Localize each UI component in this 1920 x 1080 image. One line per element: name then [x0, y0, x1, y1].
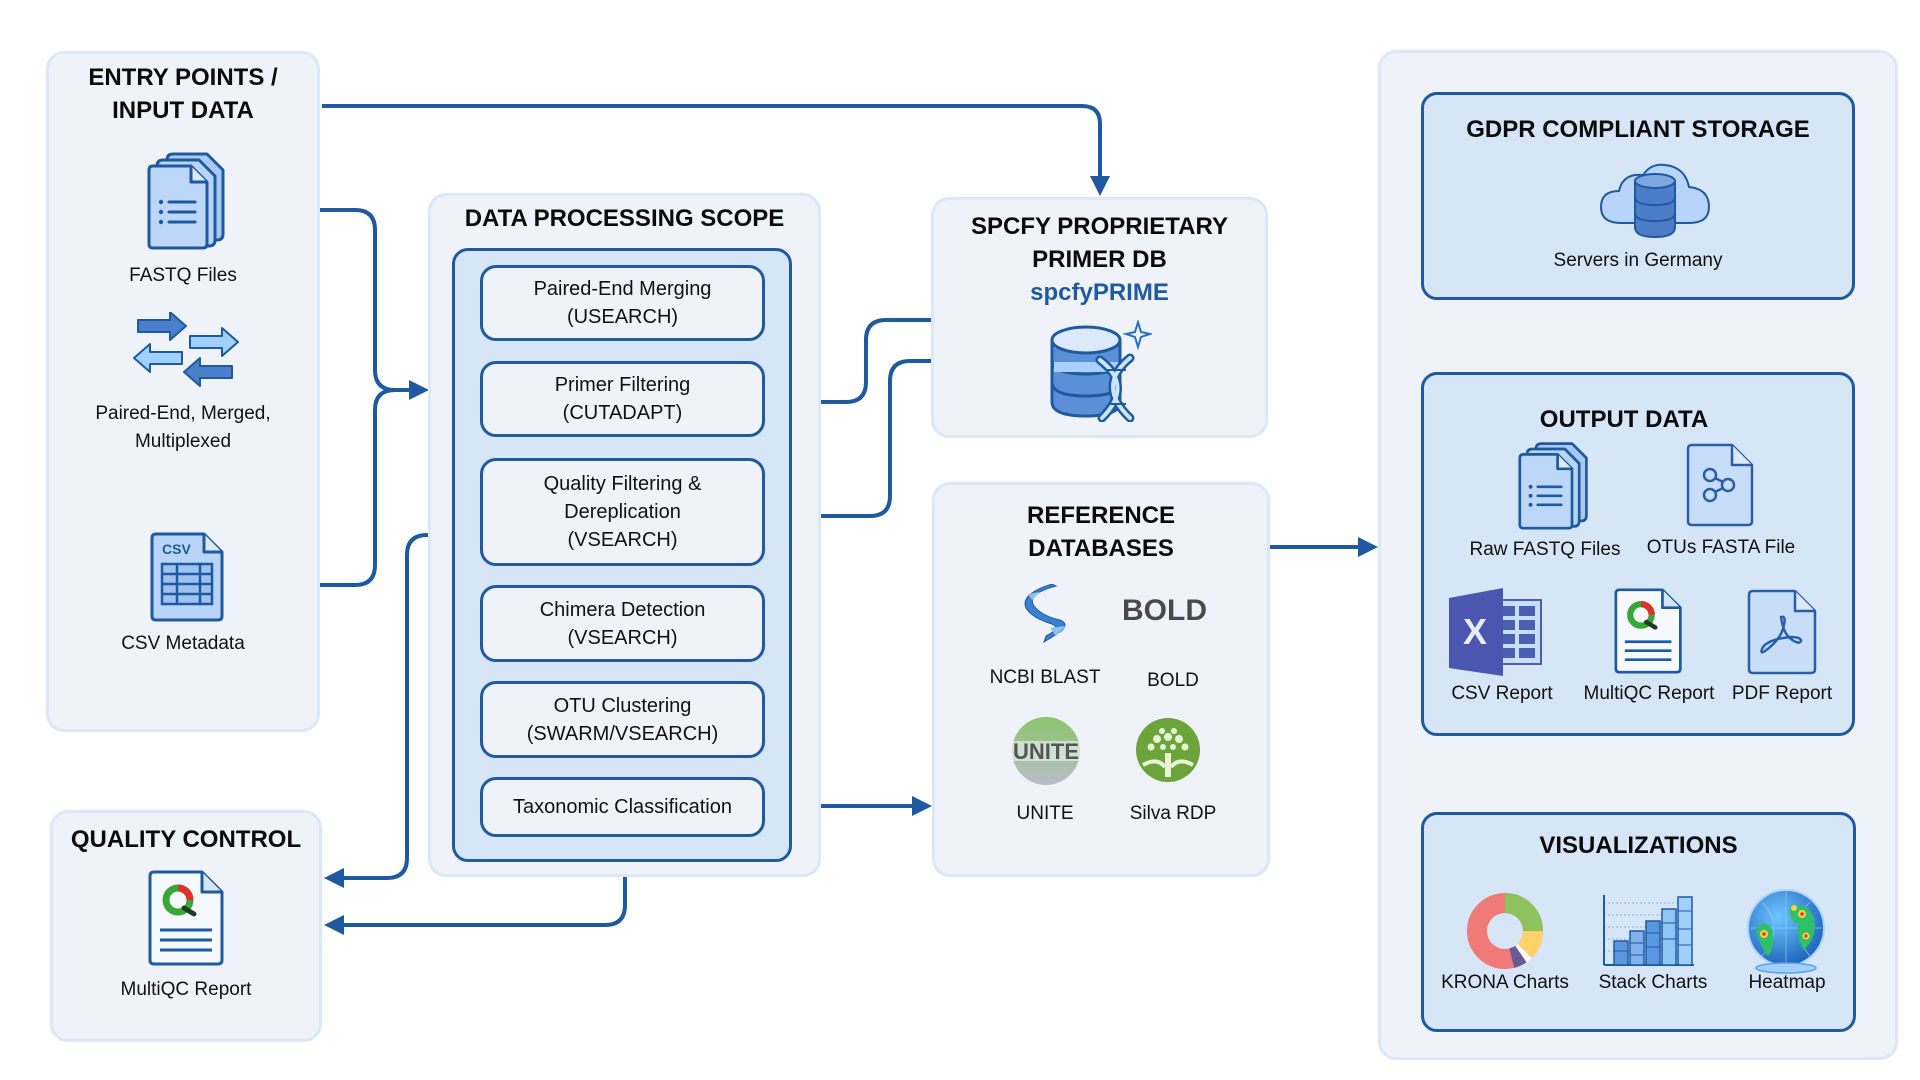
entry-title-line2: INPUT DATA: [112, 97, 254, 124]
data-processing-title: DATA PROCESSING SCOPE: [464, 205, 785, 232]
step-label: OTU Clustering: [553, 694, 692, 717]
csv-file-icon: CSV: [150, 532, 224, 622]
qc-multiqc-label: MultiQC Report: [120, 979, 252, 1000]
reference-db-title-line2: DATABASES: [1028, 535, 1174, 562]
ncbi-helix-logo: [1024, 584, 1066, 644]
database-dna-icon: [1050, 320, 1152, 422]
step-tool: (USEARCH): [566, 306, 679, 328]
quality-control-title: QUALITY CONTROL: [70, 826, 302, 853]
otus-fasta-label: OTUs FASTA File: [1646, 537, 1796, 558]
reference-db-title: REFERENCE DATABASES: [935, 499, 1267, 565]
bold-logo: BOLD: [1122, 594, 1207, 627]
output-data-title: OUTPUT DATA: [1539, 406, 1709, 433]
connector-fastq-to-processing: [228, 208, 429, 400]
reference-db-panel: REFERENCE DATABASES: [932, 482, 1270, 877]
csv-report-label: CSV Report: [1451, 683, 1553, 704]
silva-tree-logo: [1136, 718, 1200, 782]
excel-icon: X: [1449, 588, 1542, 676]
primer-db-title: SPCFY PROPRIETARY PRIMER DB spcfyPRIME: [934, 210, 1265, 309]
step-label: Primer Filtering: [554, 374, 691, 396]
connector-processing-to-qc-lower: [324, 877, 627, 935]
step-quality-filtering[interactable]: Quality Filtering & Dereplication (VSEARCH…: [480, 458, 765, 566]
excel-icon-text: X: [1463, 611, 1487, 652]
gdpr-storage-title: GDPR COMPLIANT STORAGE: [1466, 116, 1810, 143]
pdf-file-icon: [1747, 589, 1817, 675]
raw-fastq-files-icon: [1518, 442, 1588, 530]
step-label-2: Dereplication: [564, 501, 681, 523]
step-taxonomic-classification[interactable]: Taxonomic Classification: [480, 777, 765, 837]
csv-metadata-label: CSV Metadata: [121, 633, 245, 654]
multiqc-report-label: MultiQC Report: [1583, 683, 1715, 704]
connector-primerdb-to-quality-filtering: [766, 359, 931, 526]
quality-control-panel: QUALITY CONTROL: [50, 810, 322, 1042]
step-tool: (VSEARCH): [567, 626, 678, 649]
step-chimera-detection[interactable]: Chimera Detection (VSEARCH): [480, 585, 765, 662]
primer-db-subtitle: spcfyPRIME: [1030, 279, 1169, 306]
csv-icon-text: CSV: [162, 541, 191, 557]
step-label: Paired-End Merging: [533, 278, 712, 300]
heatmap-label: Heatmap: [1748, 972, 1826, 993]
connector-primerdb-to-primer-filtering: [766, 318, 931, 412]
share-file-icon: [1686, 443, 1754, 527]
step-label: Taxonomic Classification: [513, 796, 732, 818]
connector-entry-to-primer-db: [322, 104, 1110, 196]
output-data-box: OUTPUT DATA: [1421, 372, 1855, 736]
step-label: Chimera Detection: [539, 598, 706, 621]
stacked-documents-icon: [147, 152, 225, 250]
step-paired-end-merging[interactable]: Paired-End Merging (USEARCH): [480, 265, 765, 341]
unite-logo-text: UNITE: [1013, 739, 1079, 764]
step-tool: (SWARM/VSEARCH): [526, 722, 719, 745]
paired-end-label-line2: Multiplexed: [134, 431, 232, 452]
step-tool: (VSEARCH): [567, 529, 678, 551]
step-tool: (CUTADAPT): [562, 402, 683, 424]
connector-csv-to-processing: [228, 388, 396, 587]
entry-points-title: ENTRY POINTS / INPUT DATA: [49, 61, 317, 127]
reference-db-title-line1: REFERENCE: [1026, 502, 1176, 529]
entry-title-line1: ENTRY POINTS /: [88, 64, 278, 91]
unite-label: UNITE: [1016, 803, 1074, 824]
pdf-report-label: PDF Report: [1731, 683, 1833, 704]
stacked-bar-chart-icon: [1603, 895, 1694, 966]
cloud-database-icon: [1599, 163, 1711, 239]
servers-in-germany-label: Servers in Germany: [1553, 250, 1723, 271]
primer-db-title-line2: PRIMER DB: [1032, 246, 1167, 273]
stack-charts-label: Stack Charts: [1598, 972, 1708, 993]
raw-fastq-label: Raw FASTQ Files: [1469, 539, 1621, 560]
step-otu-clustering[interactable]: OTU Clustering (SWARM/VSEARCH): [480, 681, 765, 758]
multiqc-report-icon: [148, 870, 224, 966]
visualizations-title: VISUALIZATIONS: [1539, 832, 1738, 859]
unite-logo: UNITE: [1010, 717, 1082, 785]
paired-end-label: Paired-End, Merged, Multiplexed: [46, 400, 320, 456]
connector-processing-to-qc-upper: [324, 533, 452, 888]
krona-charts-label: KRONA Charts: [1441, 972, 1569, 993]
donut-chart-icon: [1467, 893, 1543, 969]
bold-label: BOLD: [1147, 670, 1199, 691]
silva-rdp-label: Silva RDP: [1129, 803, 1217, 824]
bidirectional-arrows-icon: [133, 312, 239, 387]
step-primer-filtering[interactable]: Primer Filtering (CUTADAPT): [480, 361, 765, 437]
primer-db-title-line1: SPCFY PROPRIETARY: [971, 213, 1228, 240]
step-label: Quality Filtering &: [543, 473, 702, 495]
output-multiqc-icon: [1614, 588, 1682, 674]
fastq-files-label: FASTQ Files: [129, 265, 237, 286]
globe-heatmap-icon: [1747, 889, 1825, 974]
gdpr-storage-box: GDPR COMPLIANT STORAGE: [1421, 92, 1855, 300]
ncbi-blast-label: NCBI BLAST: [989, 667, 1101, 688]
paired-end-label-line1: Paired-End, Merged,: [95, 403, 271, 424]
